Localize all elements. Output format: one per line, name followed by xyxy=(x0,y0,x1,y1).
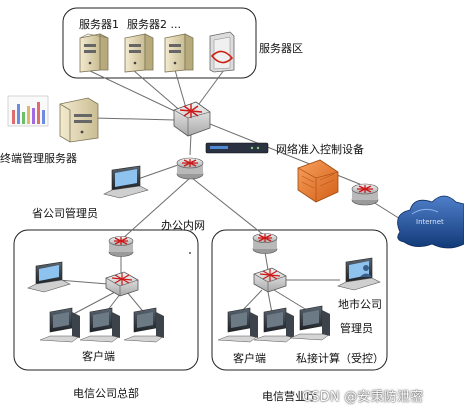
server-1-icon xyxy=(79,33,109,73)
hq-client-label: 客户端 xyxy=(82,350,115,363)
branch-region-box xyxy=(211,229,388,371)
nac-device-icon xyxy=(205,142,269,154)
city-admin-laptop-icon xyxy=(337,257,381,291)
city-admin-label-line2: 管理员 xyxy=(340,322,373,335)
server-1-label: 服务器1 xyxy=(79,18,119,31)
watermark: CSDN @安秉防泄密 xyxy=(302,390,424,405)
server-zone-label: 服务器区 xyxy=(259,42,303,55)
hq-desktop-1-icon xyxy=(39,307,81,343)
office-network-label: 办公内网 xyxy=(161,219,205,232)
cloud-label: Internet xyxy=(416,218,444,226)
firewall-icon xyxy=(297,159,339,203)
branch-desktop-1-icon xyxy=(217,307,259,343)
hq-region-box xyxy=(13,229,199,371)
internet-cloud-icon xyxy=(397,195,464,249)
dashboard-chart-icon xyxy=(7,95,49,127)
server-tower-icon xyxy=(209,31,235,73)
province-admin-laptop-icon xyxy=(103,165,149,199)
branch-desktop-3-icon xyxy=(289,305,331,341)
branch-switch-icon xyxy=(253,267,287,293)
branch-region-label: 电信营业厅 xyxy=(262,390,317,403)
separator-dot xyxy=(189,252,191,254)
hq-region-label: 电信公司总部 xyxy=(73,387,139,400)
hq-switch-icon xyxy=(105,271,139,297)
branch-client-label: 客户端 xyxy=(233,352,266,365)
terminal-mgmt-server-label: 终端管理服务器 xyxy=(0,152,77,165)
edge-router-icon xyxy=(351,183,379,206)
server-3-icon xyxy=(164,33,194,73)
hq-router-icon xyxy=(108,236,134,257)
nac-device-label: 网络准入控制设备 xyxy=(276,143,364,156)
hq-laptop-icon xyxy=(27,261,71,293)
hq-desktop-3-icon xyxy=(123,307,165,343)
hq-desktop-2-icon xyxy=(79,307,121,343)
branch-router-icon xyxy=(252,233,278,254)
server-2-label: 服务器2 ... xyxy=(127,18,181,31)
server-2-icon xyxy=(124,33,154,73)
province-admin-label: 省公司管理员 xyxy=(32,207,98,220)
office-router-icon xyxy=(176,157,204,180)
private-computing-label: 私接计算（受控） xyxy=(296,352,384,365)
core-router-icon xyxy=(173,101,211,137)
terminal-mgmt-server-icon xyxy=(59,97,99,143)
branch-desktop-2-icon xyxy=(253,307,295,343)
server-zone-box xyxy=(62,7,257,79)
city-admin-label-line1: 地市公司 xyxy=(338,298,382,311)
